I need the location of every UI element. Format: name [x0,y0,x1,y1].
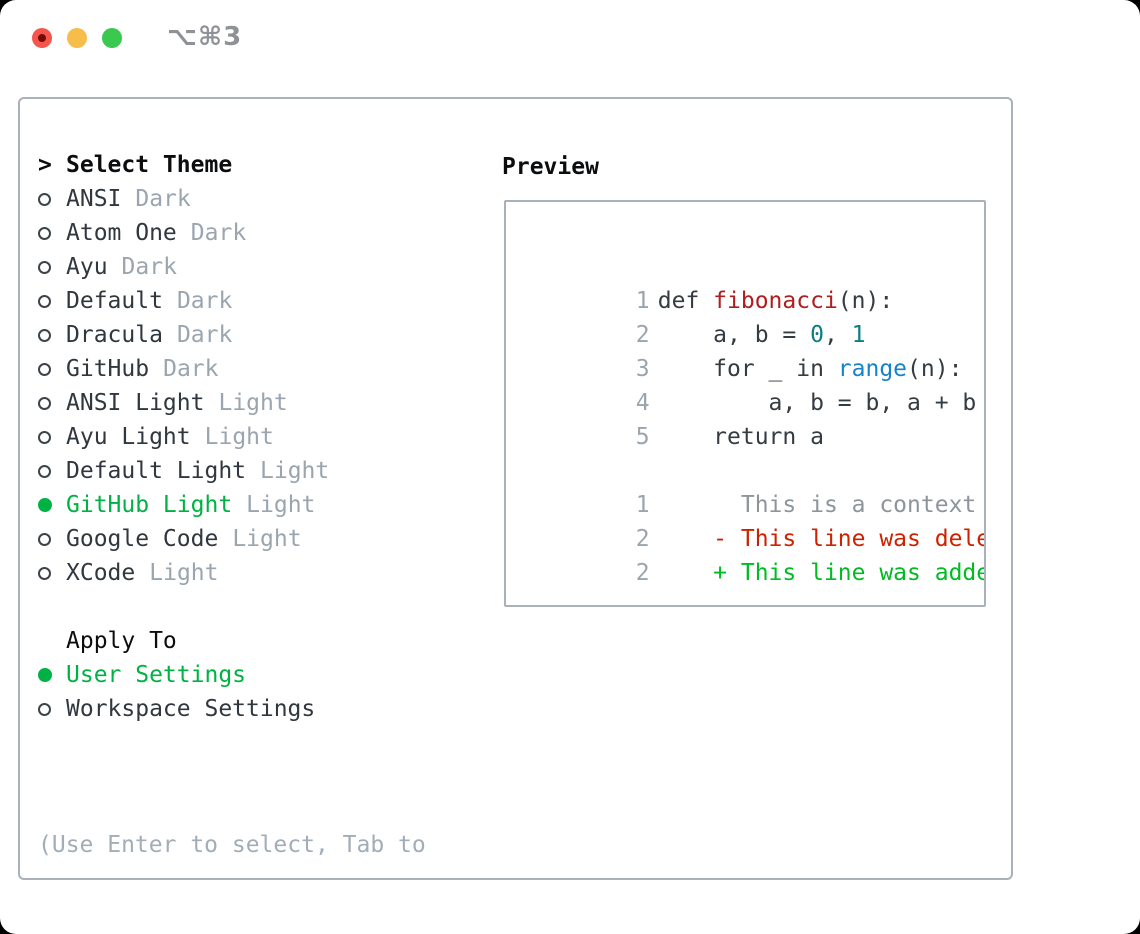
theme-variant: Light [149,560,219,586]
theme-name: Google Code [66,526,219,552]
apply-option-label: User Settings [66,662,247,688]
preview-title: Preview [502,154,599,180]
radio-selected-icon [38,498,66,512]
theme-variant: Dark [190,220,247,246]
theme-variant: Light [218,390,288,416]
theme-name: Default [66,288,163,314]
line-number: 1 [635,492,650,518]
theme-option-dracula-dark[interactable]: Dracula Dark [38,318,329,352]
line-number: 3 [635,356,650,382]
theme-option-google-code[interactable]: Google Code Light [38,522,329,556]
line-number: 2 [635,322,650,348]
theme-option-ansi-light[interactable]: ANSI Light Light [38,386,329,420]
code-line: 4 a, b = b, a + b [525,352,984,416]
line-number: 1 [635,288,650,314]
theme-variant: Dark [176,288,233,314]
diff-added-line: 2 + This line was added. [525,522,984,586]
theme-option-ayu-dark[interactable]: Ayu Dark [38,250,329,284]
theme-list-title: Select Theme [66,152,233,178]
radio-icon [38,294,66,308]
radio-icon [38,226,66,240]
theme-option-ayu-light[interactable]: Ayu Light Light [38,420,329,454]
radio-icon [38,396,66,410]
radio-icon [38,532,66,546]
theme-name: Default Light [66,458,247,484]
minimize-button[interactable] [67,28,87,48]
diff-deleted-line: 2 - This line was deleted. [525,488,984,552]
apply-to-title: Apply To [66,628,177,654]
code-line: 3 for _ in range(n): [525,318,984,382]
theme-variant: Light [246,492,316,518]
theme-list: > Select Theme ANSI Dark Atom One Dark A… [38,148,329,590]
help-hint-line1: (Use Enter to select, Tab to [38,832,426,858]
code-line: 5 return a [525,386,984,450]
theme-name: Ayu Light [66,424,191,450]
theme-name: Ayu [66,254,108,280]
radio-icon [38,702,66,716]
theme-variant: Dark [163,356,219,382]
zoom-button[interactable] [102,28,122,48]
theme-name: ANSI Light [66,390,205,416]
line-number: 2 [635,526,650,552]
close-button[interactable] [32,28,52,48]
line-number: 5 [635,424,650,450]
theme-option-atom-one-dark[interactable]: Atom One Dark [38,216,329,250]
window-title-shortcut: ⌥⌘3 [167,22,243,52]
theme-name: ANSI [66,186,122,212]
apply-to-header: Apply To [38,624,315,658]
theme-variant: Light [260,458,330,484]
theme-name: GitHub Light [66,492,233,518]
theme-variant: Dark [176,322,233,348]
help-hint: (Use Enter to select, Tab to change focu… [38,760,426,934]
theme-name: Atom One [66,220,177,246]
theme-variant: Light [204,424,274,450]
help-hint-line2: change focus) [38,930,426,934]
apply-option-workspace-settings[interactable]: Workspace Settings [38,692,315,726]
apply-option-user-settings[interactable]: User Settings [38,658,315,692]
radio-icon [38,260,66,274]
radio-icon [38,362,66,376]
theme-option-default-dark[interactable]: Default Dark [38,284,329,318]
theme-option-ansi-dark[interactable]: ANSI Dark [38,182,329,216]
theme-option-default-light[interactable]: Default Light Light [38,454,329,488]
theme-list-header: > Select Theme [38,148,329,182]
theme-name: Dracula [66,322,163,348]
radio-selected-icon [38,668,66,682]
code-line: 2 a, b = 0, 1 [525,284,984,348]
theme-variant: Dark [135,186,191,212]
theme-name: GitHub [66,356,150,382]
line-number: 4 [635,390,650,416]
radio-icon [38,464,66,478]
radio-icon [38,430,66,444]
theme-option-xcode[interactable]: XCode Light [38,556,329,590]
theme-variant: Dark [121,254,177,280]
theme-picker-panel: > Select Theme ANSI Dark Atom One Dark A… [18,97,1013,880]
close-dot-icon [38,34,46,42]
line-number: 2 [635,560,650,586]
theme-variant: Light [232,526,302,552]
theme-name: XCode [66,560,136,586]
theme-option-github-dark[interactable]: GitHub Dark [38,352,329,386]
titlebar: ⌥⌘3 [0,0,1140,76]
radio-icon [38,328,66,342]
diff-context-line: 1 This is a context line. [525,454,984,518]
apply-option-label: Workspace Settings [66,696,316,722]
theme-option-github-light[interactable]: GitHub Light Light [38,488,329,522]
radio-icon [38,566,66,580]
radio-icon [38,192,66,206]
cursor-icon: > [38,152,52,178]
apply-to-section: Apply To User Settings Workspace Setting… [38,624,315,726]
